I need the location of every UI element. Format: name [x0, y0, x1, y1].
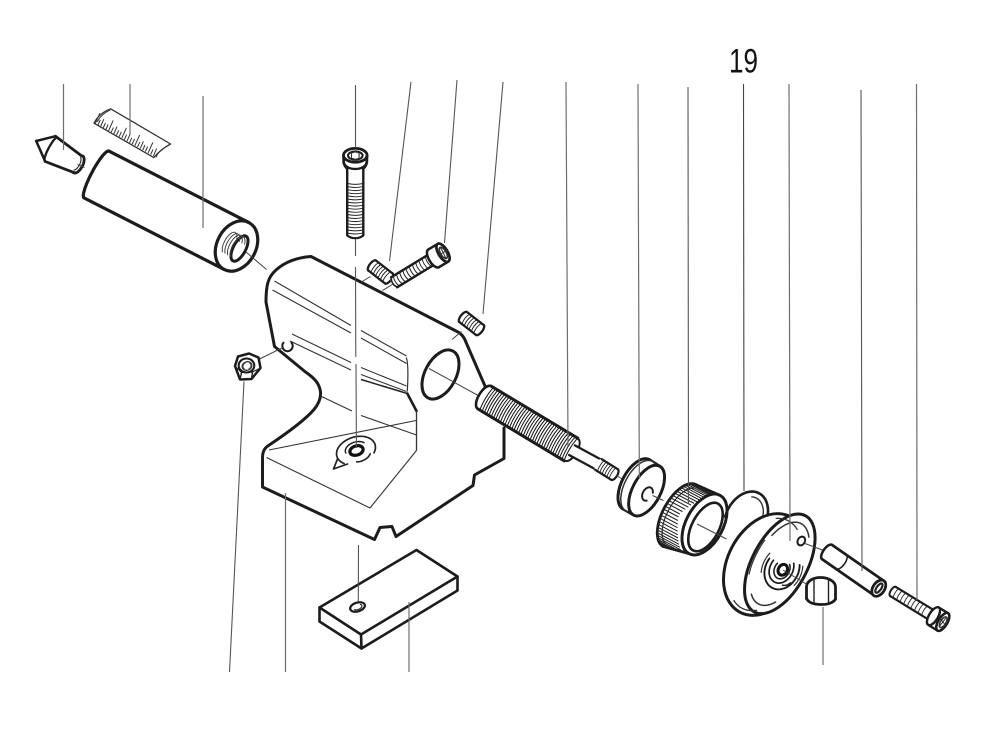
svg-text:19: 19: [729, 43, 758, 81]
